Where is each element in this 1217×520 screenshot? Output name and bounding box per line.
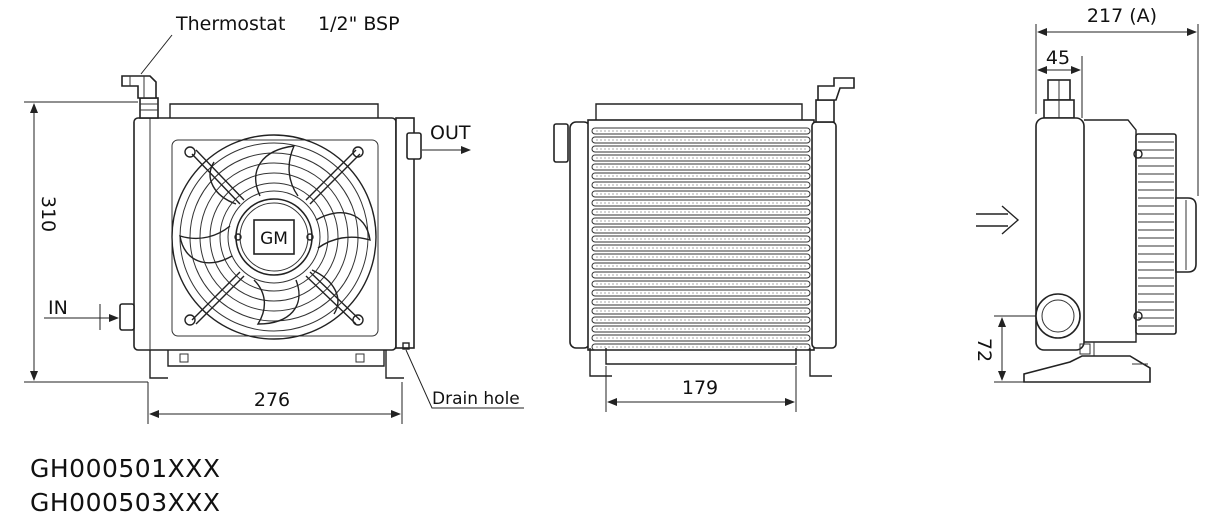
core-right-foot <box>809 348 832 377</box>
core-fin <box>591 343 811 351</box>
model-number: GH000501XXX <box>30 454 221 483</box>
thermostat-fitting <box>121 75 159 119</box>
core-fin <box>591 181 811 189</box>
side-guard-wires <box>1138 141 1174 327</box>
dim-310-label: 310 <box>37 196 59 232</box>
side-fan-guard <box>1135 133 1177 335</box>
left-foot <box>149 350 168 379</box>
model-number: GH000503XXX <box>30 488 221 517</box>
core-fin <box>591 127 811 135</box>
core-left-tank <box>569 121 591 349</box>
core-fin <box>591 190 811 198</box>
out-port <box>406 132 422 160</box>
core-fins <box>591 127 811 351</box>
side-tank <box>395 117 415 349</box>
dim-45: 45 <box>1037 47 1083 118</box>
core-fin <box>591 154 811 162</box>
core-view <box>553 77 855 377</box>
core-fin <box>591 199 811 207</box>
right-foot <box>385 350 404 379</box>
core-fin <box>591 217 811 225</box>
thermostat-label: Thermostat <box>175 13 285 35</box>
model-numbers: GH000501XXX GH000503XXX <box>30 452 221 520</box>
dim-45-label: 45 <box>1046 47 1070 69</box>
core-fin <box>591 325 811 333</box>
fan-badge-text: GM <box>260 229 288 249</box>
core-fin <box>591 316 811 324</box>
dim-72: 72 <box>973 315 1036 383</box>
in-label: IN <box>48 297 68 319</box>
drain-hole-marker <box>402 342 410 350</box>
out-label: OUT <box>430 122 471 144</box>
side-port <box>1035 293 1081 339</box>
in-port <box>119 303 135 331</box>
core-fin <box>591 172 811 180</box>
dim-179-label: 179 <box>682 377 718 399</box>
side-view <box>976 79 1197 383</box>
core-fin <box>591 262 811 270</box>
top-flange <box>169 103 379 118</box>
dim-72-label: 72 <box>973 338 995 362</box>
fan-badge-box <box>253 219 295 255</box>
core-fin <box>591 253 811 261</box>
front-view: GM <box>119 75 422 379</box>
side-base <box>1023 355 1151 383</box>
dim-217: 217 (A) <box>1035 5 1199 196</box>
core-fin <box>591 235 811 243</box>
dim-179: 179 <box>605 366 797 412</box>
fan-blades <box>179 145 371 325</box>
core-fin <box>591 145 811 153</box>
core-fin <box>591 289 811 297</box>
core-top-flange <box>595 103 803 120</box>
side-cooler-body <box>1035 117 1085 351</box>
core-fin <box>591 226 811 234</box>
core-fin <box>591 136 811 144</box>
airflow-arrow <box>976 205 1020 235</box>
core-fin <box>591 280 811 288</box>
drain-leader <box>405 349 524 409</box>
core-fin <box>591 298 811 306</box>
dim-276-label: 276 <box>254 389 290 411</box>
core-right-tank <box>811 121 837 349</box>
core-fin <box>591 307 811 315</box>
drain-hole-label: Drain hole <box>432 389 520 409</box>
dim-276: 276 <box>147 382 403 424</box>
dim-217-label: 217 (A) <box>1087 5 1157 27</box>
thermostat-callout: Thermostat 1/2" BSP <box>140 13 400 75</box>
core-fin <box>591 271 811 279</box>
core-fin <box>591 163 811 171</box>
core-fin <box>591 334 811 342</box>
fan-guard <box>171 134 379 340</box>
core-left-foot <box>589 348 612 377</box>
bsp-label: 1/2" BSP <box>318 13 400 35</box>
core-fin <box>591 208 811 216</box>
core-fin <box>591 244 811 252</box>
dim-310: 310 <box>24 101 148 383</box>
